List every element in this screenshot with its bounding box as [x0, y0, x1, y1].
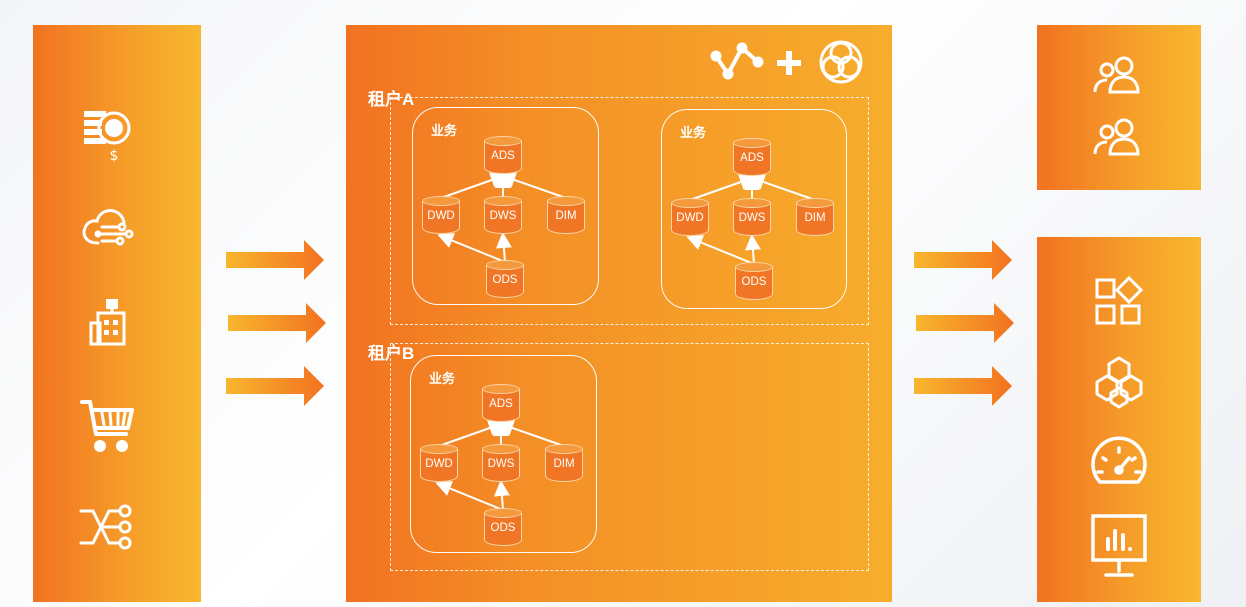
- business-block: 业务 ADS DWD DWS DIM ODS: [410, 355, 597, 553]
- node-label: DWD: [676, 212, 704, 224]
- node-label: DWS: [487, 458, 515, 470]
- business-block: 业务 ADS DWD DWS DIM ODS: [412, 107, 599, 305]
- node-label: ADS: [491, 150, 515, 162]
- monitor-chart-icon: [1090, 513, 1148, 579]
- node-dws[interactable]: DWS: [733, 198, 771, 238]
- edge-ods-dwd: [437, 233, 506, 263]
- node-label: ODS: [741, 276, 767, 288]
- source-panel: $: [33, 25, 201, 602]
- edge-dim-ads: [499, 172, 567, 199]
- cloud-network-icon: [80, 205, 138, 255]
- triple-circle-icon: [818, 39, 864, 85]
- svg-text:$: $: [110, 148, 119, 164]
- flow-arrow: [914, 240, 1012, 280]
- shopping-cart-icon: [80, 396, 136, 454]
- flow-arrow: [914, 366, 1012, 406]
- flow-arrow: [226, 366, 324, 406]
- edge-dim-ads: [497, 420, 565, 447]
- edge-ods-dws: [495, 232, 512, 263]
- business-label: 业务: [431, 123, 458, 138]
- node-ods[interactable]: ODS: [486, 260, 524, 300]
- node-dim[interactable]: DIM: [545, 444, 583, 484]
- business-label: 业务: [429, 371, 456, 386]
- node-ods[interactable]: ODS: [735, 262, 773, 302]
- tenant-b-label: 租户B: [368, 344, 415, 363]
- node-dim[interactable]: DIM: [796, 198, 834, 238]
- flow-arrow: [228, 303, 326, 343]
- node-label: ADS: [740, 152, 764, 164]
- node-dwd[interactable]: DWD: [422, 196, 460, 236]
- node-label: DWS: [738, 212, 766, 224]
- tenant-b-box: [390, 343, 869, 571]
- edge-dwd-ads: [689, 174, 756, 201]
- tenant-a-label: 租户A: [368, 90, 415, 109]
- flow-arrow: [916, 303, 1014, 343]
- node-label: DWD: [427, 210, 455, 222]
- node-label: ODS: [492, 274, 518, 286]
- chart-line-icon: [710, 42, 764, 80]
- node-label: DIM: [555, 210, 577, 222]
- edge-dim-ads: [748, 174, 816, 201]
- node-label: DIM: [553, 458, 575, 470]
- node-dwd[interactable]: DWD: [671, 198, 709, 238]
- speedometer-icon: [1090, 436, 1148, 488]
- users-icon: [1092, 118, 1142, 156]
- node-dws[interactable]: DWS: [484, 196, 522, 236]
- apps-grid-icon: [1094, 275, 1144, 327]
- lineage-edges: [686, 174, 816, 265]
- plus-icon: [777, 51, 801, 75]
- edge-ods-dwd: [686, 235, 755, 265]
- edge-dwd-ads: [440, 172, 507, 199]
- edge-ods-dws: [744, 234, 761, 265]
- node-label: DWD: [425, 458, 453, 470]
- node-ads[interactable]: ADS: [733, 138, 771, 178]
- edge-ods-dws: [493, 480, 510, 511]
- node-dws[interactable]: DWS: [482, 444, 520, 484]
- node-ods[interactable]: ODS: [484, 508, 522, 548]
- lineage-edges: [435, 420, 565, 511]
- building-icon: [88, 297, 128, 347]
- node-label: ADS: [489, 398, 513, 410]
- business-label: 业务: [680, 125, 707, 140]
- hexagon-cluster-icon: [1091, 354, 1147, 410]
- node-label: DIM: [804, 212, 826, 224]
- node-ads[interactable]: ADS: [484, 136, 522, 176]
- node-label: ODS: [490, 522, 516, 534]
- tenant-a-box: [390, 97, 869, 325]
- node-label: DWS: [489, 210, 517, 222]
- business-block: 业务 ADS DWD DWS DIM ODS: [661, 109, 847, 309]
- users-panel: [1037, 25, 1201, 190]
- flow-arrow: [226, 240, 324, 280]
- users-icon: [1092, 56, 1142, 94]
- finance-coin-icon: $: [82, 107, 134, 164]
- node-ads[interactable]: ADS: [482, 384, 520, 424]
- edge-ods-dwd: [435, 481, 504, 511]
- lineage-edges: [437, 172, 567, 263]
- applications-panel: [1037, 237, 1201, 602]
- node-dwd[interactable]: DWD: [420, 444, 458, 484]
- tenant-platform-panel: 租户A 租户B 业务 ADS DWD DWS DIM ODS 业务 ADS DWD DWS DIM…: [346, 25, 892, 602]
- edge-dwd-ads: [438, 420, 505, 447]
- shuffle-connect-icon: [79, 503, 137, 553]
- node-dim[interactable]: DIM: [547, 196, 585, 236]
